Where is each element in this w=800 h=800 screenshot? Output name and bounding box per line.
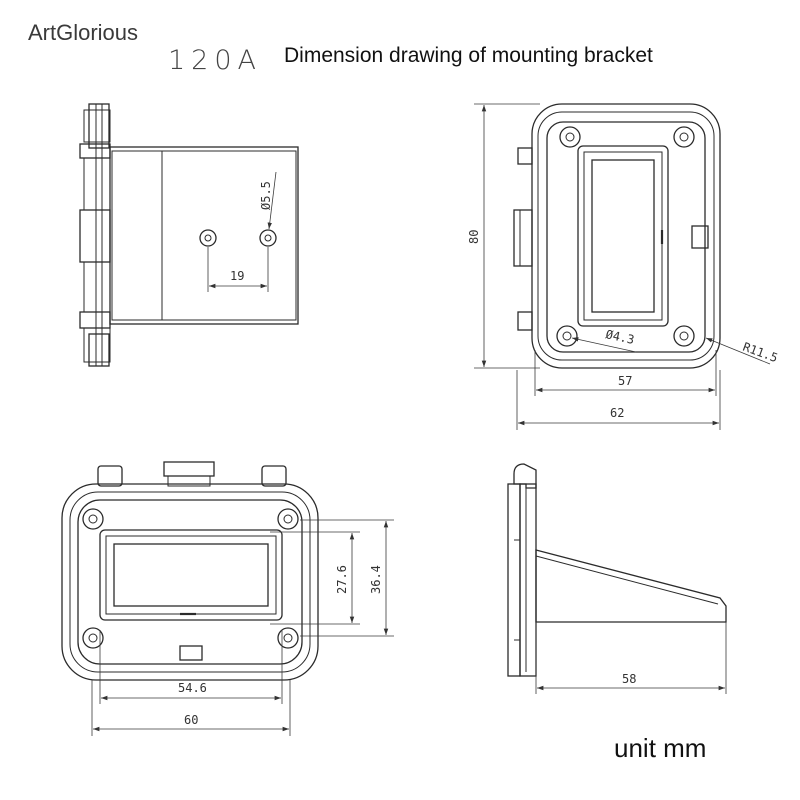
mounting-hole-right bbox=[259, 229, 277, 247]
outer-height-label: 36.4 bbox=[369, 565, 383, 594]
side-profile-view: 58 bbox=[507, 463, 727, 694]
side-view: Ø5.5 19 bbox=[79, 103, 299, 367]
model-number: 120A bbox=[168, 45, 262, 76]
front-overall-width-label: 62 bbox=[610, 406, 624, 420]
front-hole-diameter-label: Ø4.3 bbox=[604, 327, 635, 347]
corner-radius-label: R11.5 bbox=[741, 340, 780, 366]
mounting-hole-left bbox=[199, 229, 217, 247]
front-hole-spacing-label: 57 bbox=[618, 374, 632, 388]
front-view-bottom: 27.6 36.4 54.6 60 bbox=[61, 461, 394, 736]
front-view-top: 80 57 62 Ø4.3 R11.5 bbox=[467, 103, 780, 430]
profile-depth-label: 58 bbox=[622, 672, 636, 686]
brand-logo-text: ArtGlorious bbox=[28, 20, 138, 45]
bottom-overall-width-label: 60 bbox=[184, 713, 198, 727]
side-hole-diameter-label: Ø5.5 bbox=[259, 181, 273, 210]
drawing-title: Dimension drawing of mounting bracket bbox=[284, 44, 653, 67]
front-height-label: 80 bbox=[467, 230, 481, 244]
inner-width-label: 54.6 bbox=[178, 681, 207, 695]
unit-label: unit mm bbox=[614, 733, 706, 763]
inner-height-label: 27.6 bbox=[335, 565, 349, 594]
side-hole-spacing-label: 19 bbox=[230, 269, 244, 283]
